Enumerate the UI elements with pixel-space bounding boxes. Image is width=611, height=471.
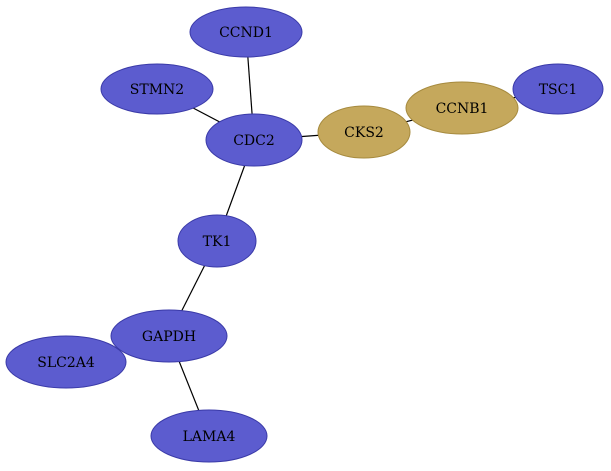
node-cdc2[interactable]: CDC2 <box>205 113 303 167</box>
node-lama4-label: LAMA4 <box>183 429 236 445</box>
node-tsc1-shape <box>512 63 604 115</box>
node-ccnd1-shape <box>189 6 303 58</box>
node-gapdh-label: GAPDH <box>142 329 196 345</box>
node-stmn2[interactable]: STMN2 <box>100 63 214 115</box>
node-tk1-label: TK1 <box>203 234 232 250</box>
node-ccnb1-label: CCNB1 <box>436 101 489 117</box>
node-gapdh-shape <box>110 309 228 363</box>
node-cks2-label: CKS2 <box>344 125 384 141</box>
node-stmn2-shape <box>100 63 214 115</box>
node-tsc1-label: TSC1 <box>539 82 578 98</box>
node-tk1[interactable]: TK1 <box>177 214 257 268</box>
node-gapdh[interactable]: GAPDH <box>110 309 228 363</box>
node-lama4-shape <box>150 409 268 463</box>
node-ccnb1[interactable]: CCNB1 <box>405 81 519 135</box>
node-slc2a4-shape <box>5 335 127 389</box>
node-lama4[interactable]: LAMA4 <box>150 409 268 463</box>
node-tsc1[interactable]: TSC1 <box>512 63 604 115</box>
node-slc2a4-label: SLC2A4 <box>37 355 95 371</box>
node-cdc2-label: CDC2 <box>233 133 275 149</box>
node-stmn2-label: STMN2 <box>130 82 184 98</box>
node-ccnd1-label: CCND1 <box>219 25 273 41</box>
node-cdc2-shape <box>205 113 303 167</box>
node-ccnd1[interactable]: CCND1 <box>189 6 303 58</box>
node-ccnb1-shape <box>405 81 519 135</box>
node-cks2-shape <box>317 105 411 159</box>
node-tk1-shape <box>177 214 257 268</box>
node-slc2a4[interactable]: SLC2A4 <box>5 335 127 389</box>
node-cks2[interactable]: CKS2 <box>317 105 411 159</box>
